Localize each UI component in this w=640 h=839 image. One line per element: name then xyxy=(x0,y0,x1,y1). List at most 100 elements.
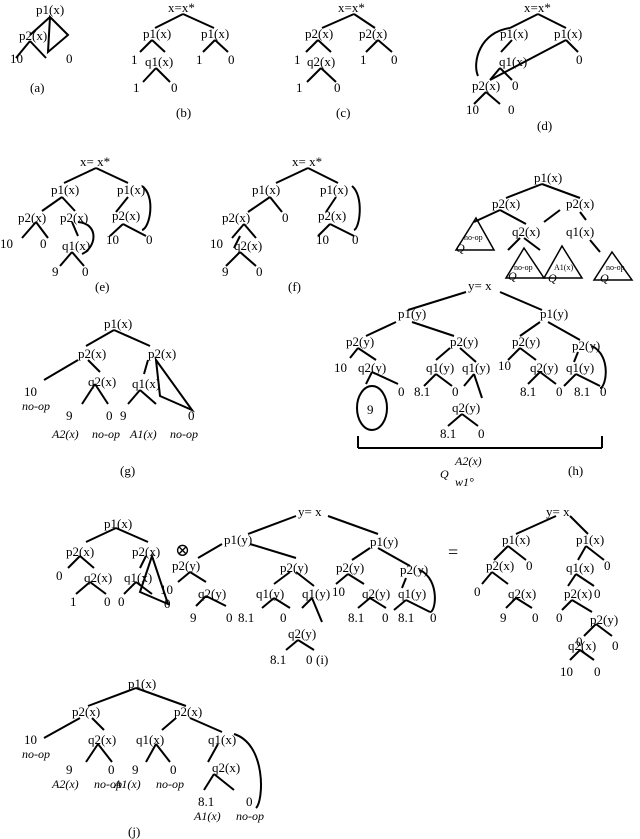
leaf-value: 10 xyxy=(24,732,37,747)
q-function-label: Q xyxy=(440,467,449,481)
node-q2y: q2(y) xyxy=(530,360,558,375)
node-p2x: p2(x) xyxy=(132,544,160,559)
leaf-value: 1 xyxy=(133,80,140,95)
node-p2x: p2(x) xyxy=(486,558,514,573)
node-p1y: p1(y) xyxy=(370,534,398,549)
leaf-value: 10 xyxy=(332,584,345,599)
leaf-value: 0 xyxy=(398,384,405,399)
leaf-value: 1 xyxy=(294,52,301,67)
leaf-value: 1 xyxy=(296,80,303,95)
node-p2x: p2(x) xyxy=(112,208,140,223)
leaf-value: 0 xyxy=(382,610,389,625)
leaf-value: 0 xyxy=(604,558,611,573)
node-q1x: q1(x) xyxy=(566,224,594,239)
node-p1x: p1(x) xyxy=(576,532,604,547)
leaf-value: 0 xyxy=(246,794,253,809)
decision-root: x= x* xyxy=(292,154,322,169)
node-q1y: q1(y) xyxy=(462,360,490,375)
node-p2x: p2(x) xyxy=(174,704,202,719)
leaf-value: 0 xyxy=(306,652,313,667)
leaf-value: 9 xyxy=(222,264,229,279)
q-subscript: w1° xyxy=(455,475,474,489)
node-q1y: q1(y) xyxy=(398,586,426,601)
node-p2x: p2(x) xyxy=(472,78,500,93)
node-q1x: q1(x) xyxy=(208,732,236,747)
leaf-value: 0 xyxy=(352,232,359,247)
node-q1y: q1(y) xyxy=(256,586,284,601)
leaf-value: 8.1 xyxy=(238,610,254,625)
panel-j: p1(x) p2(x) p2(x) 10 no-op q2(x) q1(x) q… xyxy=(22,676,264,839)
node-q2y: q2(y) xyxy=(358,360,386,375)
node-q1x: q1(x) xyxy=(136,732,164,747)
leaf-value: 8.1 xyxy=(520,384,536,399)
panel-f: x= x* p1(x) p1(x) p2(x) 0 p2(x) 10 q2(x)… xyxy=(210,154,361,294)
caption-e: (e) xyxy=(95,279,109,294)
leaf-value: 8.1 xyxy=(348,610,364,625)
leaf-value: 0 xyxy=(334,80,341,95)
panel-h-value-tree: y= x p1(y) p1(y) p2(y) p2(y) p2(y) p2(y)… xyxy=(334,278,607,489)
noop-label: no-op xyxy=(464,233,483,242)
leaf-value: 10 xyxy=(10,51,23,66)
q-label: Q xyxy=(508,269,517,283)
leaf-value: 0 xyxy=(594,586,601,601)
caption-f: (f) xyxy=(288,279,301,294)
leaf-value: 10 xyxy=(24,384,37,399)
node-q2y: q2(y) xyxy=(288,626,316,641)
caption-b: (b) xyxy=(176,105,191,120)
q-label: Q xyxy=(600,271,609,285)
node-p1x: p1(x) xyxy=(36,2,64,17)
leaf-value: 0 xyxy=(104,594,111,609)
node-q2x: q2(x) xyxy=(84,570,112,585)
node-p1x: p1(x) xyxy=(554,26,582,41)
node-q1x: q1(x) xyxy=(124,570,152,585)
leaf-value: 0 xyxy=(280,610,287,625)
node-p1y: p1(y) xyxy=(224,532,252,547)
panel-b: x=x* p1(x) p1(x) 1 q1(x) 1 0 1 0 (b) xyxy=(131,0,235,120)
panel-h-policy-tree: p1(x) p2(x) p2(x) no-op Q q2(x) q1(x) no… xyxy=(454,170,634,285)
node-p1x: p1(x) xyxy=(104,316,132,331)
leaf-value: 0 xyxy=(256,264,263,279)
leaf-value: 0 xyxy=(576,634,583,649)
node-p1x: p1(x) xyxy=(320,182,348,197)
node-p2y: p2(y) xyxy=(572,338,600,353)
decision-root: y= x xyxy=(546,504,570,519)
leaf-value: 0 xyxy=(576,52,583,67)
action-label: A2(x) xyxy=(51,427,79,441)
node-q2y: q2(y) xyxy=(362,586,390,601)
node-p2y: p2(y) xyxy=(512,334,540,349)
panel-i-result: y= x p1(x) p1(x) p2(x) 0 q1(x) 0 0 q2(x)… xyxy=(474,504,619,679)
leaf-value: 9 xyxy=(132,762,139,777)
node-q2y: q2(y) xyxy=(198,586,226,601)
node-q2x: q2(x) xyxy=(234,238,262,253)
action-label: A1(x) xyxy=(129,427,157,441)
leaf-value: 0 xyxy=(164,596,171,611)
leaf-value: 10 xyxy=(498,358,511,373)
leaf-value: 8.1 xyxy=(414,384,430,399)
node-q2y: q2(y) xyxy=(452,400,480,415)
leaf-value: 10 xyxy=(0,236,13,251)
noop-label: no-op xyxy=(170,427,198,441)
panel-c: x=x* p2(x) p2(x) 1 q2(x) 1 0 1 0 (c) xyxy=(294,0,398,120)
leaf-value: 0 xyxy=(118,594,125,609)
q-label: Q xyxy=(548,271,557,285)
node-q1x: q1(x) xyxy=(62,238,90,253)
panel-g: p1(x) p2(x) p2(x) 10 no-op q2(x) q1(x) 9… xyxy=(22,316,198,478)
leaf-value: 9 xyxy=(190,610,197,625)
node-q2x: q2(x) xyxy=(568,638,596,653)
node-p2x: p2(x) xyxy=(72,704,100,719)
noop-label: no-op xyxy=(514,263,533,272)
node-p2x: p2(x) xyxy=(60,210,88,225)
leaf-value: 8.1 xyxy=(198,794,214,809)
leaf-value: 10 xyxy=(466,102,479,117)
panel-a: p1(x) p2(x) 10 0 (a) xyxy=(10,2,73,95)
leaf-value: 1 xyxy=(360,52,367,67)
node-q2x: q2(x) xyxy=(88,732,116,747)
action-label: A1(x) xyxy=(113,777,141,791)
node-p1x: p1(x) xyxy=(128,676,156,691)
leaf-value: 10 xyxy=(560,664,573,679)
node-p1x: p1(x) xyxy=(500,26,528,41)
caption-a: (a) xyxy=(30,80,44,95)
node-q1x: q1(x) xyxy=(566,560,594,575)
